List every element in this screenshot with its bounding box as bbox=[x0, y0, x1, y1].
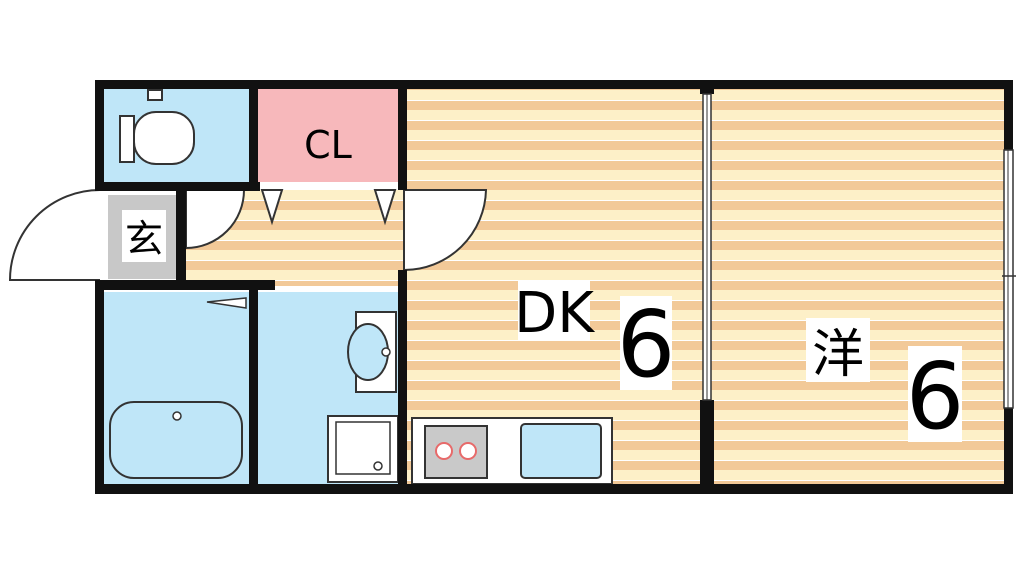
bath-drain-icon bbox=[172, 411, 182, 421]
entrance-label: 玄 bbox=[125, 217, 163, 261]
dk-size: 6 bbox=[617, 291, 676, 398]
closet-door-marks bbox=[260, 189, 397, 226]
washbasin-icon bbox=[347, 311, 397, 393]
closet-room bbox=[257, 88, 400, 182]
closet-label: CL bbox=[304, 123, 352, 167]
hall-door-swing bbox=[185, 189, 246, 250]
bath-door-mark bbox=[206, 297, 247, 309]
entrance-door-swing bbox=[8, 189, 101, 281]
stove-icon bbox=[424, 425, 488, 479]
toilet-icon bbox=[119, 89, 195, 165]
walls bbox=[95, 80, 1013, 494]
western-room-size: 6 bbox=[906, 343, 965, 450]
western-room-label: 洋 bbox=[812, 325, 864, 385]
bathtub-icon bbox=[109, 401, 243, 479]
kitchen-sink-icon bbox=[520, 423, 602, 479]
dk-label: DK bbox=[514, 281, 595, 346]
dk-door-swing bbox=[403, 189, 488, 272]
washing-machine-pan-icon bbox=[327, 415, 399, 483]
